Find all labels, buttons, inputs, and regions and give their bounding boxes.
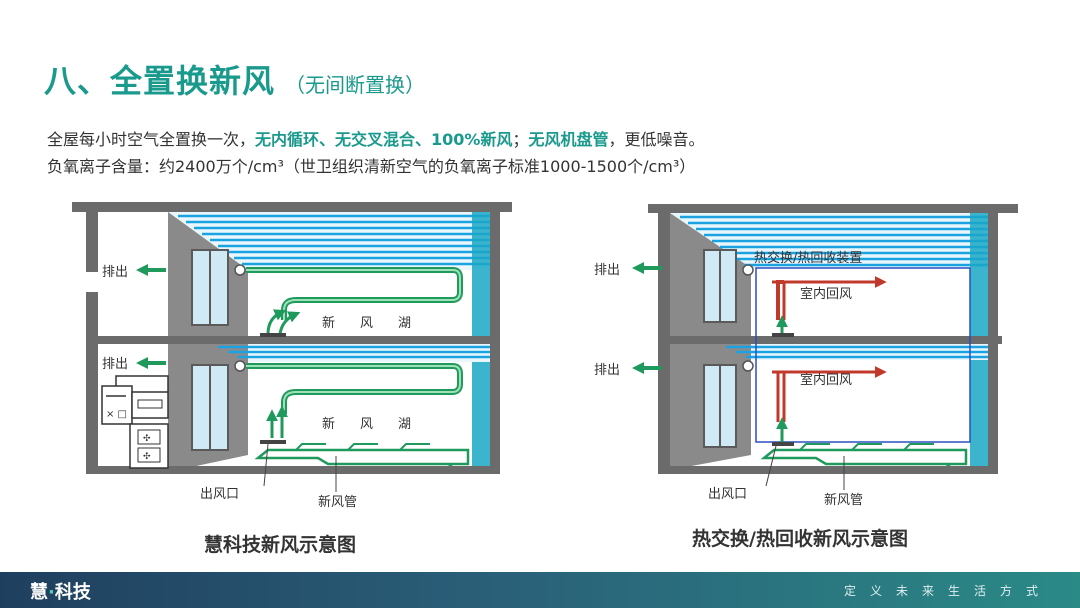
outlet-leader — [765, 445, 777, 487]
vent-lower — [234, 360, 246, 372]
vent-upper — [742, 264, 754, 276]
exhaust-arrows — [136, 264, 166, 369]
description-line-2: 负氧离子含量：约2400万个/cm³（世卫组织清新空气的负氧离子标准1000-1… — [47, 157, 696, 176]
vent-upper — [234, 264, 246, 276]
right-return-label-upper: 室内回风 — [800, 286, 852, 302]
right-exhaust-label-lower: 排出 — [594, 363, 620, 378]
middle-slab — [98, 336, 500, 344]
fresh-duct-upper-highlight — [246, 269, 461, 320]
page-title: 八、全置换新风 （无间断置换） — [44, 56, 425, 100]
right-diagram-svg: 排出 排出 热交换/热回收装置 室内回风 室内回风 出风口 新风管 — [594, 204, 1018, 508]
ceiling-lower-stripes — [218, 345, 490, 359]
title-subtitle: （无间断置换） — [285, 73, 426, 97]
right-exhaust-label-upper: 排出 — [594, 263, 620, 278]
left-exhaust-label-lower: 排出 — [102, 357, 128, 372]
left-lake-label-lower-2: 风 — [360, 417, 373, 432]
floor-duct — [254, 448, 470, 466]
title-main: 八、全置换新风 — [44, 62, 276, 100]
footer-logo-dot: · — [48, 582, 55, 603]
device-label: 热交换/热回收装置 — [754, 250, 862, 266]
right-outlet-label: 出风口 — [708, 487, 747, 502]
fresh-duct-lower-highlight — [246, 365, 461, 414]
left-wall — [658, 213, 670, 471]
right-caption: 热交换/热回收新风示意图 — [692, 528, 908, 550]
left-lake-label-upper-3: 湖 — [398, 316, 411, 331]
left-lake-label-upper-2: 风 — [360, 316, 373, 331]
left-outlet-label: 出风口 — [200, 487, 239, 502]
return-duct-lower-riser — [776, 370, 786, 422]
svg-text:× □: × □ — [106, 409, 127, 420]
desc-text-1: 全屋每小时空气全置换一次， — [47, 130, 256, 149]
description-line-1: 全屋每小时空气全置换一次，无内循环、无交叉混合、100%新风；无风机盘管，更低噪… — [47, 126, 705, 153]
desc-text-3: ，更低噪音。 — [608, 130, 705, 149]
ceiling-lower-stripes — [726, 345, 988, 359]
left-wall-bottom — [86, 292, 98, 472]
middle-slab — [670, 336, 1002, 344]
svg-text:✣: ✣ — [143, 434, 151, 444]
desc-bold-1: 无内循环、无交叉混合、100%新风 — [255, 130, 513, 149]
left-diagram: 排出 排出 新 风 湖 新 风 湖 × □ ✣ ✣ 出风口 新风管 — [68, 200, 520, 520]
left-caption: 慧科技新风示意图 — [204, 534, 357, 556]
ceiling-upper-stripes — [680, 215, 990, 267]
hvac-unit: × □ ✣ ✣ — [101, 375, 169, 469]
left-exhaust-label-upper: 排出 — [102, 265, 128, 280]
room-outline — [755, 267, 971, 443]
upper-outlet-arrow-2 — [278, 311, 301, 335]
floor-duct — [760, 448, 968, 466]
upper-outlet-arrow-1 — [266, 309, 287, 335]
lower-outlet — [260, 440, 286, 444]
footer-slogan: 定义未来生活方式 — [843, 584, 1052, 598]
ground-slab — [86, 466, 500, 474]
desc-bold-2: 无风机盘管 — [528, 130, 609, 149]
ground-slab — [658, 466, 998, 474]
right-duct-label: 新风管 — [824, 492, 863, 508]
left-diagram-svg: 排出 排出 新 风 湖 新 风 湖 × □ ✣ ✣ 出风口 新风管 — [72, 202, 512, 510]
right-return-label-lower: 室内回风 — [800, 372, 852, 388]
roof — [648, 204, 1018, 213]
left-wall-top — [86, 212, 98, 272]
upper-outlet — [772, 333, 794, 337]
upper-outlet — [260, 333, 286, 337]
exhaust-arrows — [632, 262, 662, 374]
left-duct-label: 新风管 — [318, 494, 357, 510]
description: 全屋每小时空气全置换一次，无内循环、无交叉混合、100%新风；无风机盘管，更低噪… — [47, 126, 705, 180]
lower-outlet — [772, 442, 794, 446]
vent-lower — [742, 360, 754, 372]
roof — [72, 202, 512, 212]
outlet-leader — [263, 443, 269, 487]
left-lake-label-upper-1: 新 — [322, 315, 335, 331]
svg-text:✣: ✣ — [143, 452, 151, 462]
desc-text-2: ； — [512, 130, 529, 149]
ceiling-upper-stripes — [178, 214, 498, 266]
footer-bar: 慧·科技 定义未来生活方式 — [0, 572, 1080, 608]
right-diagram: 排出 排出 热交换/热回收装置 室内回风 室内回风 出风口 新风管 — [586, 200, 1026, 520]
footer-logo: 慧·科技 — [30, 578, 91, 604]
left-lake-label-lower-1: 新 — [322, 416, 335, 432]
left-lake-label-lower-3: 湖 — [398, 417, 411, 432]
footer-logo-main: 慧 — [30, 582, 48, 603]
footer-logo-rest: 科技 — [54, 582, 91, 603]
